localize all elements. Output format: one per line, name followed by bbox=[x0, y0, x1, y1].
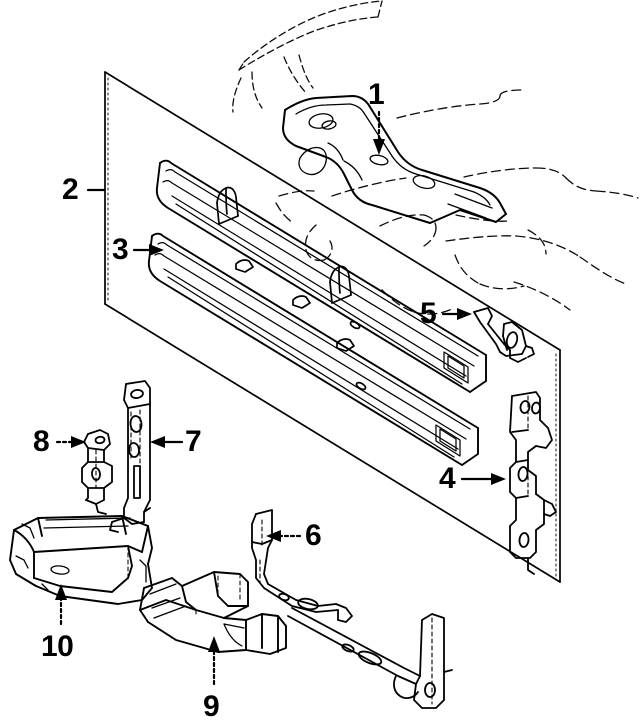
callout-label-2[interactable]: 2 bbox=[62, 173, 79, 206]
part-3-mounting-tabs bbox=[216, 186, 367, 391]
part-10-duct-detail bbox=[15, 517, 147, 591]
part-3-rib-detail bbox=[154, 169, 479, 458]
part-10-air-duct bbox=[9, 515, 153, 605]
callout-label-8[interactable]: 8 bbox=[33, 425, 50, 458]
part-3-grille-reinforcement bbox=[147, 159, 487, 466]
leader-8 bbox=[55, 436, 86, 448]
callout-label-9[interactable]: 9 bbox=[203, 690, 220, 723]
callout-label-10[interactable]: 10 bbox=[41, 630, 74, 663]
part-6-lower-stay bbox=[251, 509, 353, 623]
part-1-upper-tie-bar bbox=[282, 95, 507, 224]
leader-4 bbox=[460, 473, 506, 485]
leader-7 bbox=[150, 436, 184, 448]
part-9-deflector-detail bbox=[149, 573, 245, 647]
callout-leaders bbox=[55, 110, 506, 686]
leader-10 bbox=[55, 584, 67, 626]
callout-label-1[interactable]: 1 bbox=[368, 78, 385, 111]
hood-contour-sketch bbox=[275, 89, 639, 315]
callout-label-5[interactable]: 5 bbox=[420, 297, 437, 330]
part-5-corner-bracket bbox=[473, 307, 535, 363]
lower-right-rail bbox=[287, 607, 453, 709]
part-1-detail-lines bbox=[295, 103, 493, 219]
callout-label-6[interactable]: 6 bbox=[305, 519, 322, 552]
part-9-air-deflector bbox=[139, 571, 287, 655]
leader-1 bbox=[373, 110, 385, 155]
car-body-sketch bbox=[232, 0, 383, 113]
callout-label-3[interactable]: 3 bbox=[112, 233, 129, 266]
leader-5 bbox=[441, 308, 472, 320]
part-8-mounting-bracket bbox=[81, 429, 113, 515]
leader-3 bbox=[132, 244, 164, 256]
part-7-vertical-stay bbox=[109, 380, 151, 533]
part-4-side-bracket bbox=[509, 391, 557, 575]
part-2-support-panel bbox=[104, 71, 561, 583]
leader-6 bbox=[266, 530, 302, 542]
callout-label-4[interactable]: 4 bbox=[439, 462, 456, 495]
callout-label-7[interactable]: 7 bbox=[185, 425, 202, 458]
leader-9 bbox=[208, 636, 220, 686]
